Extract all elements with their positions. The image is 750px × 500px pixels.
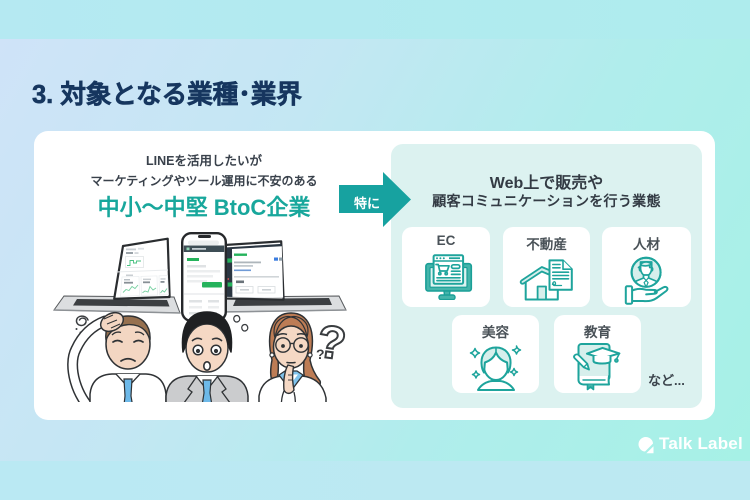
svg-text:?: ? — [314, 314, 349, 369]
svg-text:?: ? — [316, 346, 325, 362]
